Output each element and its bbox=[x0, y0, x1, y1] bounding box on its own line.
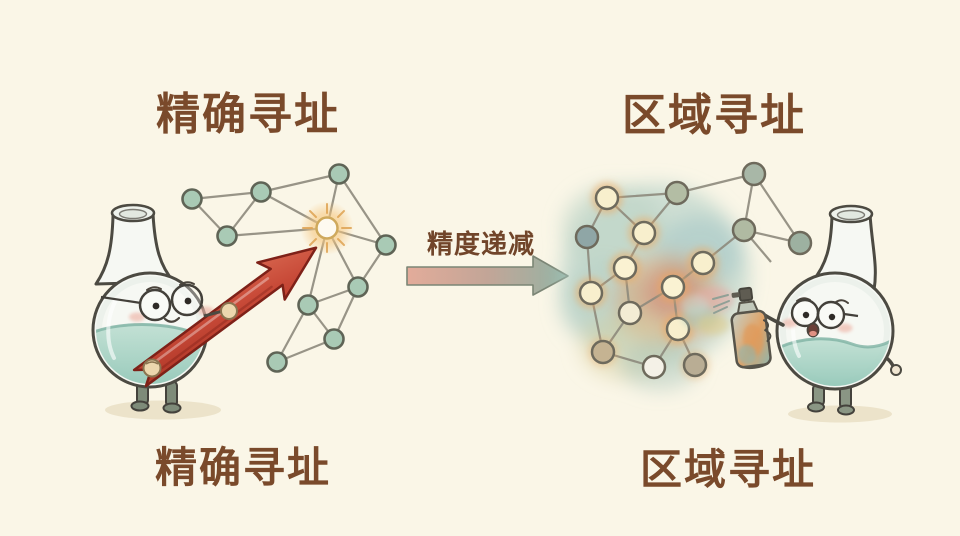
foot bbox=[807, 401, 825, 413]
network-node bbox=[347, 276, 369, 298]
network-node bbox=[641, 354, 667, 380]
network-node bbox=[297, 294, 319, 316]
network-node bbox=[266, 351, 288, 373]
network-node bbox=[664, 180, 690, 206]
foot bbox=[837, 404, 855, 416]
mist-puff bbox=[697, 315, 729, 335]
network-node bbox=[216, 225, 238, 247]
can-bottom-rim bbox=[737, 359, 771, 370]
network-node bbox=[181, 188, 203, 210]
spray-mist bbox=[681, 287, 734, 335]
network-node bbox=[787, 230, 813, 256]
cheek bbox=[129, 312, 145, 322]
right-flask-character bbox=[761, 204, 902, 423]
label-precise-addressing-bottom: 精确寻址 bbox=[154, 443, 332, 492]
network-node bbox=[731, 217, 757, 243]
left-character-hands bbox=[142, 302, 238, 378]
cheek bbox=[837, 323, 853, 333]
foot bbox=[162, 402, 182, 414]
glasses-bridge bbox=[816, 311, 820, 316]
face bbox=[100, 281, 214, 323]
hand-fingers bbox=[762, 319, 772, 343]
label-regional-addressing-bottom: 区域寻址 bbox=[639, 445, 817, 494]
label-regional-addressing-top: 区域寻址 bbox=[622, 90, 806, 141]
regional-network-graph bbox=[574, 161, 813, 380]
flask-mouth-inner bbox=[118, 208, 148, 220]
network-nodes bbox=[181, 163, 397, 373]
network-edges bbox=[585, 172, 801, 369]
network-node bbox=[741, 161, 767, 187]
eye bbox=[152, 302, 160, 310]
network-node bbox=[612, 255, 638, 281]
arrow-highlight bbox=[147, 277, 270, 368]
network-node bbox=[578, 280, 604, 306]
network-node bbox=[660, 274, 686, 300]
network-node bbox=[665, 316, 691, 342]
eyebrow bbox=[179, 281, 195, 286]
spray-can bbox=[730, 286, 772, 370]
glasses-temple bbox=[843, 312, 859, 318]
spray-lines bbox=[712, 294, 730, 314]
label-precise-addressing-top: 精确寻址 bbox=[156, 89, 340, 140]
eye bbox=[802, 311, 810, 319]
network-node bbox=[682, 352, 708, 378]
label-precision-decreasing: 精度递减 bbox=[426, 230, 536, 260]
smile bbox=[163, 316, 181, 323]
glasses-temple bbox=[100, 295, 142, 305]
glow-rays bbox=[302, 203, 352, 253]
target-node bbox=[315, 216, 339, 240]
face bbox=[782, 297, 859, 338]
legs bbox=[807, 383, 855, 416]
can-paint-patch bbox=[737, 344, 757, 365]
glass-highlight bbox=[106, 298, 118, 360]
can-spout bbox=[731, 292, 740, 298]
network-node bbox=[690, 250, 716, 276]
hand-fingers bbox=[145, 361, 159, 365]
eye bbox=[828, 313, 836, 321]
glasses-bridge bbox=[168, 299, 174, 305]
network-node bbox=[617, 300, 643, 326]
left-flask-character bbox=[91, 203, 221, 420]
eyebrow bbox=[835, 299, 849, 304]
network-node bbox=[590, 339, 616, 365]
network-edges bbox=[191, 172, 387, 364]
gradient-arrow-shape bbox=[406, 255, 569, 296]
network-node bbox=[250, 181, 272, 203]
transition-arrow bbox=[406, 255, 569, 296]
foot bbox=[130, 400, 150, 412]
ground-shadow bbox=[105, 400, 221, 420]
network-node bbox=[375, 234, 397, 256]
glowing-target-node bbox=[300, 201, 354, 255]
network-node bbox=[574, 224, 600, 250]
eye bbox=[184, 297, 192, 305]
network-node bbox=[328, 163, 350, 185]
mist-puff bbox=[681, 295, 709, 315]
hand bbox=[220, 302, 238, 320]
network-node bbox=[323, 328, 345, 350]
hand bbox=[890, 364, 902, 376]
arrow-shade bbox=[156, 285, 273, 373]
network-node bbox=[594, 185, 620, 211]
can-nozzle bbox=[738, 286, 754, 302]
network-nodes bbox=[574, 161, 813, 380]
tongue bbox=[809, 330, 817, 337]
liquid-surface bbox=[780, 337, 890, 350]
eyebrow bbox=[146, 286, 162, 291]
precise-network-graph bbox=[181, 163, 397, 373]
network-node bbox=[631, 220, 657, 246]
flask-mouth-inner bbox=[836, 209, 866, 221]
